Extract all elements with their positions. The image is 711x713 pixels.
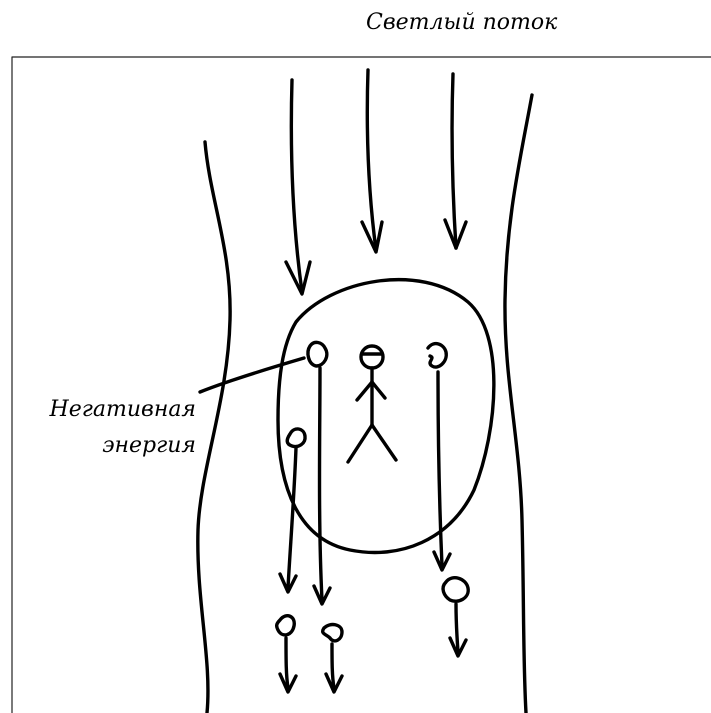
negative-blob-inside-left <box>280 429 305 592</box>
negative-energy-pointer <box>200 358 304 392</box>
channel-right-wall <box>505 95 532 713</box>
light-arrow-left <box>286 80 310 294</box>
released-blob-left <box>277 616 296 692</box>
aura-circle <box>278 280 494 553</box>
negative-blob-top-left <box>308 342 330 604</box>
channel-left-wall <box>198 142 230 713</box>
person-figure <box>348 346 396 462</box>
frame-border <box>12 57 711 713</box>
released-blob-right <box>443 578 468 656</box>
released-blob-center <box>323 625 342 692</box>
light-arrow-center <box>362 70 382 252</box>
light-arrow-right <box>445 74 466 248</box>
